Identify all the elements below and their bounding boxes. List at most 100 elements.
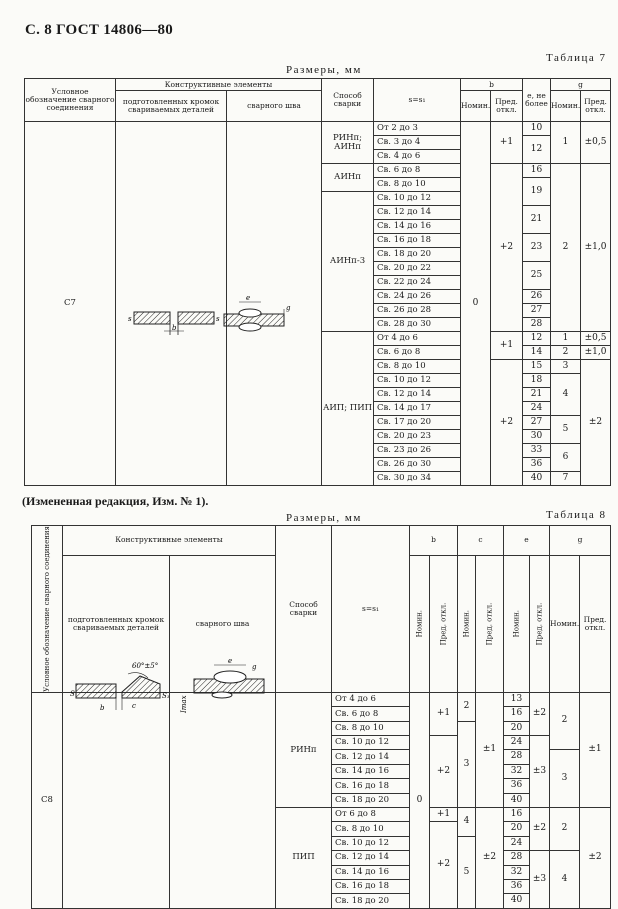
t8-prepared-edges-drawing: 60°±5° b c S S₁ — [70, 662, 170, 712]
t8-e: 36 — [503, 778, 531, 794]
t7-e: 33 — [522, 443, 551, 458]
t7-e: 21 — [522, 205, 551, 234]
t7-b-nom: 0 — [460, 121, 491, 486]
t8-h-symbol: Условное обозначение сварного соединения — [31, 525, 63, 693]
table7-dims: Размеры, мм — [286, 64, 362, 76]
svg-text:b: b — [172, 324, 177, 332]
t8-e: 13 — [503, 691, 531, 708]
t7-e: 40 — [522, 471, 551, 486]
t8-range: Св. 8 до 10 — [331, 720, 410, 737]
t8-h-b-nom: Номин. — [409, 555, 430, 693]
t8-c-nom-3: 4 — [457, 807, 476, 837]
t8-c-label: c — [132, 702, 136, 710]
t8-h-e: e — [503, 525, 551, 556]
t8-h-e-nom: Номин. — [503, 555, 530, 693]
table7: Условное обозначение сварного соединения… — [24, 78, 611, 486]
t8-h-g-nom: Номин. — [549, 554, 581, 693]
t8-g-dev-1: ±1 — [579, 691, 612, 809]
t7-e: 21 — [522, 387, 551, 402]
t7-e: 12 — [522, 135, 551, 164]
t8-h-b: b — [409, 525, 458, 556]
t7-weld-drawing: e g — [223, 294, 291, 332]
t8-h-c-nom: Номин. — [457, 555, 476, 693]
t8-e-dev-3: ±2 — [529, 807, 551, 852]
t8-b-dev-1: +1 — [429, 691, 458, 737]
t7-range: Св. 26 до 28 — [373, 303, 461, 318]
t8-h-c: c — [456, 525, 505, 556]
t8-h-e-dev: Пред. откл. — [529, 555, 550, 693]
t8-e: 40 — [503, 893, 531, 909]
t8-range: Св. 14 до 16 — [331, 864, 410, 881]
t7-e: 26 — [522, 289, 551, 304]
t8-c-dev-1: ±1 — [474, 691, 505, 809]
t8-g-nom-4: 4 — [549, 850, 581, 909]
t7-range: Св. 8 до 10 — [373, 359, 461, 374]
t8-range: От 4 до 6 — [331, 691, 410, 708]
t7-range: Св. 3 до 4 — [373, 135, 461, 150]
t8-range: Св. 16 до 18 — [331, 878, 410, 895]
t7-g-nom-5: 3 — [550, 359, 581, 374]
t8-e: 40 — [503, 792, 531, 809]
t7-g-dev-4: ±1,0 — [580, 345, 611, 360]
t7-h-e: e, не более — [522, 78, 551, 122]
t8-e: 24 — [503, 735, 531, 751]
t8-range: Св. 18 до 20 — [331, 792, 410, 809]
t8-g-nom-2: 3 — [549, 749, 581, 809]
t7-range: Св. 6 до 8 — [373, 163, 461, 178]
t8-e: 28 — [503, 749, 531, 765]
t7-h-symbol: Условное обозначение сварного соединения — [24, 78, 116, 122]
page-header: С. 8 ГОСТ 14806—80 — [25, 22, 174, 38]
t7-h-method: Способ сварки — [321, 78, 374, 122]
t7-g-dev-3: ±0,5 — [580, 331, 611, 346]
t8-b-dev-3: +1 — [429, 807, 458, 823]
t8-g-label: g — [252, 663, 257, 671]
t7-e: 30 — [522, 429, 551, 444]
t8-range: Св. 12 до 14 — [331, 749, 410, 765]
t8-g-nom-1: 2 — [549, 691, 581, 751]
t7-prepared-edges-drawing: b s s — [128, 311, 220, 335]
t8-h-g: g — [549, 525, 612, 556]
t8-range: Св. 12 до 14 — [331, 850, 410, 866]
t7-b-dev-1: +1 — [490, 121, 523, 164]
t7-range: Св. 12 до 14 — [373, 205, 461, 220]
svg-text:e: e — [246, 294, 250, 302]
t8-weld-drawing: e g Imax — [180, 657, 265, 714]
t7-b-dev-3: +1 — [490, 331, 523, 360]
t7-range: Св. 17 до 20 — [373, 415, 461, 430]
t8-e: 16 — [503, 706, 531, 722]
t8-e: 32 — [503, 763, 531, 780]
t7-h-b-nom: Номин. — [460, 90, 491, 122]
t7-g-nom-2: 2 — [550, 163, 581, 332]
t8-drawing-prepared — [62, 691, 170, 909]
t7-range: Св. 24 до 26 — [373, 289, 461, 304]
t8-e: 20 — [503, 821, 531, 837]
t8-b-label: b — [100, 704, 105, 712]
t7-g-nom-1: 1 — [550, 121, 581, 164]
amendment-note: (Измененная редакция, Изм. № 1). — [22, 494, 209, 508]
t8-e: 24 — [503, 835, 531, 852]
t8-e-dev-4: ±3 — [529, 850, 551, 909]
t7-range: От 4 до 6 — [373, 331, 461, 346]
t7-e: 18 — [522, 373, 551, 388]
table8-dims: Размеры, мм — [286, 512, 362, 524]
t8-e: 32 — [503, 864, 531, 881]
t7-range: Св. 4 до 6 — [373, 149, 461, 164]
t8-e-label: e — [228, 657, 232, 665]
t7-h-elements: Конструктивные элементы — [115, 78, 322, 91]
t8-h-c-dev: Пред. откл. — [475, 555, 504, 693]
t7-e: 25 — [522, 261, 551, 290]
t7-e: 27 — [522, 415, 551, 430]
t7-g-dev-5: ±2 — [580, 359, 611, 486]
t7-symbol: С7 — [24, 121, 116, 486]
t7-drawing-weld — [226, 121, 322, 486]
t8-range: Св. 10 до 12 — [331, 835, 410, 852]
t8-range: Св. 14 до 16 — [331, 763, 410, 780]
t8-h-s: s=s₁ — [331, 525, 410, 693]
t7-h-b-dev: Пред. откл. — [490, 90, 523, 122]
t7-e: 10 — [522, 121, 551, 136]
t8-e: 36 — [503, 878, 531, 895]
t7-range: Св. 14 до 17 — [373, 401, 461, 416]
t8-h-elements: Конструктивные элементы — [62, 525, 276, 556]
t7-e: 27 — [522, 303, 551, 318]
t8-b-dev-4: +2 — [429, 821, 458, 909]
